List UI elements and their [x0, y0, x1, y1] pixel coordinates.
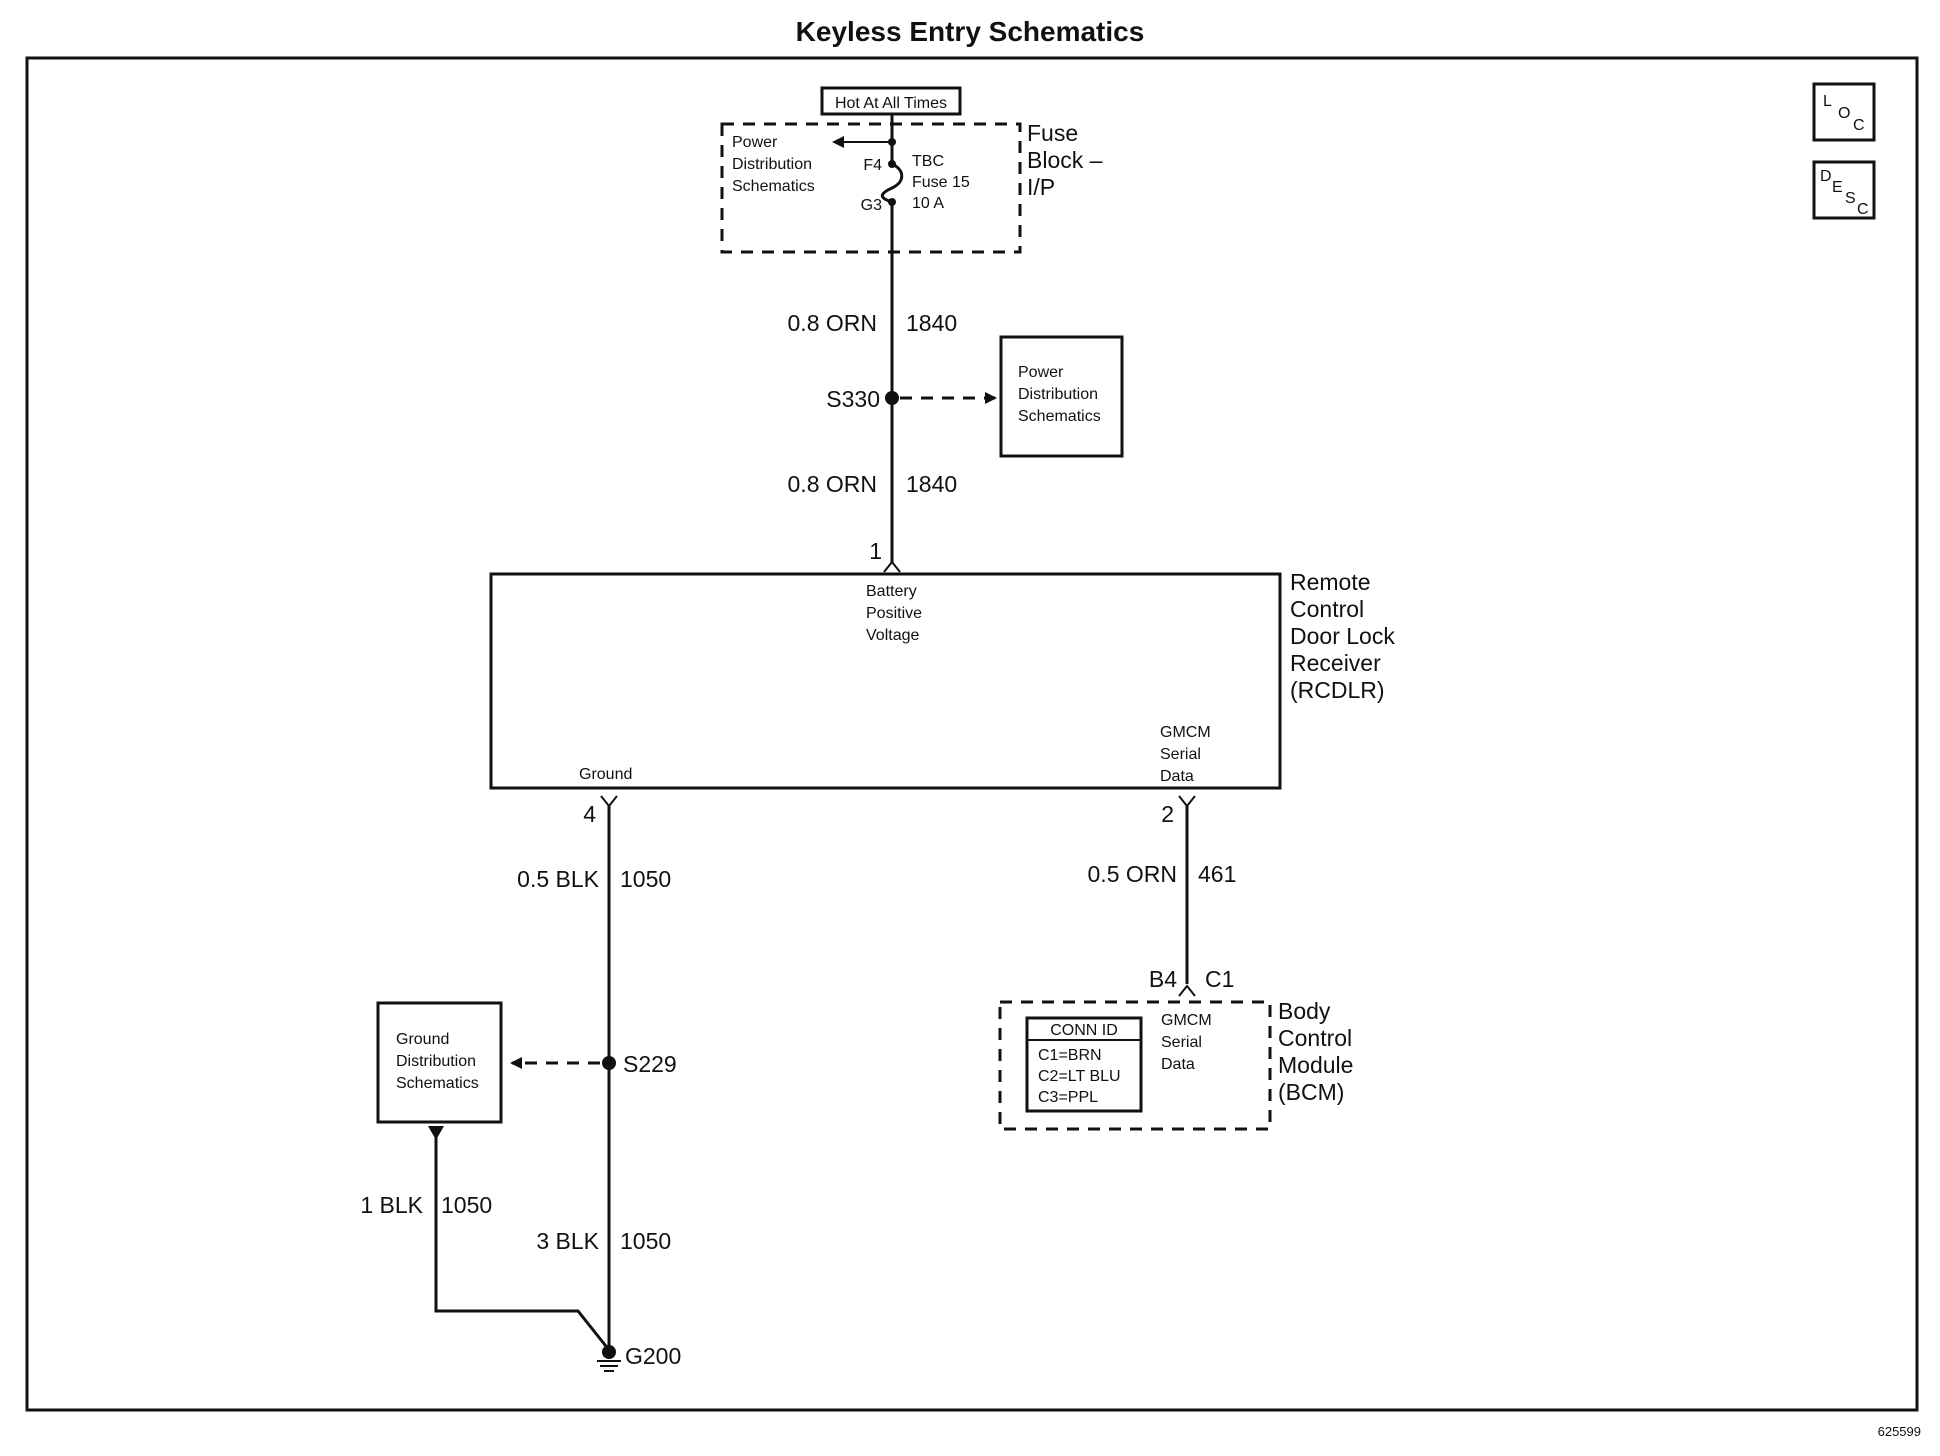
- svg-text:Control: Control: [1290, 596, 1364, 622]
- svg-text:Ground: Ground: [396, 1031, 449, 1048]
- rcdlr-ground-label: Ground: [579, 766, 632, 783]
- ground-g200-symbol[interactable]: [597, 1345, 621, 1372]
- wire-1050-left-gauge: 1 BLK: [360, 1192, 423, 1218]
- power-distribution-box[interactable]: Power Distribution Schematics: [999, 335, 1124, 458]
- svg-text:10 A: 10 A: [912, 195, 944, 212]
- svg-text:Data: Data: [1160, 768, 1194, 785]
- fuse-symbol: [880, 162, 904, 204]
- svg-text:S: S: [1845, 190, 1856, 207]
- svg-text:E: E: [1832, 179, 1843, 196]
- fuse-pin-g3: G3: [861, 197, 882, 214]
- fuse-block-power-distribution-ref[interactable]: Power Distribution Schematics: [732, 134, 815, 195]
- fuse-block-outline: [720, 122, 1022, 254]
- svg-text:Voltage: Voltage: [866, 627, 919, 644]
- svg-text:I/P: I/P: [1027, 174, 1055, 200]
- svg-text:(RCDLR): (RCDLR): [1290, 677, 1385, 703]
- bcm-connector-id-table: CONN ID C1=BRN C2=LT BLU C3=PPL: [1025, 1016, 1143, 1113]
- wire-461-circuit: 461: [1198, 861, 1236, 887]
- svg-text:Power: Power: [732, 134, 778, 151]
- rcdlr-battery-positive-voltage-label: Battery Positive Voltage: [866, 583, 922, 644]
- svg-text:Door Lock: Door Lock: [1290, 623, 1395, 649]
- wire-461-gauge: 0.5 ORN: [1088, 861, 1177, 887]
- rcdlr-module[interactable]: [489, 572, 1282, 790]
- svg-text:Block –: Block –: [1027, 147, 1103, 173]
- svg-text:Receiver: Receiver: [1290, 650, 1381, 676]
- wire-1050-lower-gauge: 3 BLK: [536, 1228, 599, 1254]
- diagram-frame: [25, 56, 1919, 1412]
- wire-1050-upper-gauge: 0.5 BLK: [517, 866, 599, 892]
- rcdlr-pin-2: 2: [1161, 801, 1174, 827]
- ground-g200-label: G200: [625, 1343, 681, 1369]
- fuse-block-name: Fuse Block – I/P: [1027, 120, 1103, 200]
- wire-1840-lower-gauge: 0.8 ORN: [788, 471, 877, 497]
- figure-number: 625599: [1878, 1424, 1921, 1439]
- svg-text:(BCM): (BCM): [1278, 1079, 1344, 1105]
- wire-1840-upper-circuit: 1840: [906, 310, 957, 336]
- ground-distribution-box[interactable]: Ground Distribution Schematics: [376, 1001, 503, 1124]
- bcm-pin-b4: B4: [1149, 966, 1177, 992]
- svg-text:Schematics: Schematics: [732, 178, 815, 195]
- svg-text:O: O: [1838, 105, 1850, 122]
- svg-text:L: L: [1823, 93, 1832, 110]
- svg-text:GMCM: GMCM: [1160, 724, 1211, 741]
- svg-text:Schematics: Schematics: [1018, 408, 1101, 425]
- svg-text:C2=LT BLU: C2=LT BLU: [1038, 1068, 1121, 1085]
- wire-1840-lower-circuit: 1840: [906, 471, 957, 497]
- bcm-module-outline[interactable]: [998, 1000, 1272, 1131]
- svg-text:Fuse 15: Fuse 15: [912, 174, 970, 191]
- wire-1050-left: [434, 1136, 611, 1351]
- svg-text:C: C: [1853, 117, 1865, 134]
- svg-text:Hot At All Times: Hot At All Times: [835, 95, 947, 112]
- wire-1050-lower-circuit: 1050: [620, 1228, 671, 1254]
- bcm-gmcm-serial-data-label: GMCM Serial Data: [1161, 1012, 1212, 1073]
- bcm-name: Body Control Module (BCM): [1278, 998, 1353, 1105]
- hot-at-all-times-label: Hot At All Times: [820, 86, 962, 116]
- svg-text:Schematics: Schematics: [396, 1075, 479, 1092]
- svg-text:Positive: Positive: [866, 605, 922, 622]
- svg-text:TBC: TBC: [912, 153, 944, 170]
- svg-text:Distribution: Distribution: [396, 1053, 476, 1070]
- svg-text:Control: Control: [1278, 1025, 1352, 1051]
- splice-s330-label: S330: [826, 386, 880, 412]
- splice-s229-label: S229: [623, 1051, 677, 1077]
- svg-text:Power: Power: [1018, 364, 1064, 381]
- description-icon[interactable]: D E S C: [1812, 160, 1876, 220]
- bcm-connector-c1: C1: [1205, 966, 1234, 992]
- svg-text:Serial: Serial: [1161, 1034, 1202, 1051]
- wire-1050-left-circuit: 1050: [441, 1192, 492, 1218]
- splice-s330[interactable]: [885, 391, 899, 405]
- svg-text:Data: Data: [1161, 1056, 1195, 1073]
- svg-text:Battery: Battery: [866, 583, 917, 600]
- svg-text:Remote: Remote: [1290, 569, 1371, 595]
- rcdlr-name: Remote Control Door Lock Receiver (RCDLR…: [1290, 569, 1395, 703]
- splice-s229[interactable]: [602, 1056, 616, 1070]
- wire-1050-upper-circuit: 1050: [620, 866, 671, 892]
- svg-text:CONN ID: CONN ID: [1050, 1022, 1118, 1039]
- fuse-pin-f4: F4: [863, 157, 882, 174]
- svg-text:Body: Body: [1278, 998, 1331, 1024]
- svg-text:Distribution: Distribution: [1018, 386, 1098, 403]
- rcdlr-pin-4: 4: [583, 801, 596, 827]
- wire-1840-upper-gauge: 0.8 ORN: [788, 310, 877, 336]
- location-icon[interactable]: L O C: [1812, 82, 1876, 142]
- page-title: Keyless Entry Schematics: [796, 16, 1145, 47]
- rcdlr-gmcm-serial-data-label: GMCM Serial Data: [1160, 724, 1211, 785]
- svg-text:Distribution: Distribution: [732, 156, 812, 173]
- rcdlr-pin-1: 1: [869, 538, 882, 564]
- svg-text:Fuse: Fuse: [1027, 120, 1078, 146]
- svg-text:Module: Module: [1278, 1052, 1353, 1078]
- svg-text:Serial: Serial: [1160, 746, 1201, 763]
- svg-text:C1=BRN: C1=BRN: [1038, 1047, 1102, 1064]
- svg-text:C3=PPL: C3=PPL: [1038, 1089, 1098, 1106]
- svg-text:D: D: [1820, 168, 1832, 185]
- svg-text:GMCM: GMCM: [1161, 1012, 1212, 1029]
- svg-text:C: C: [1857, 201, 1869, 218]
- fuse-15-label: TBC Fuse 15 10 A: [912, 153, 970, 212]
